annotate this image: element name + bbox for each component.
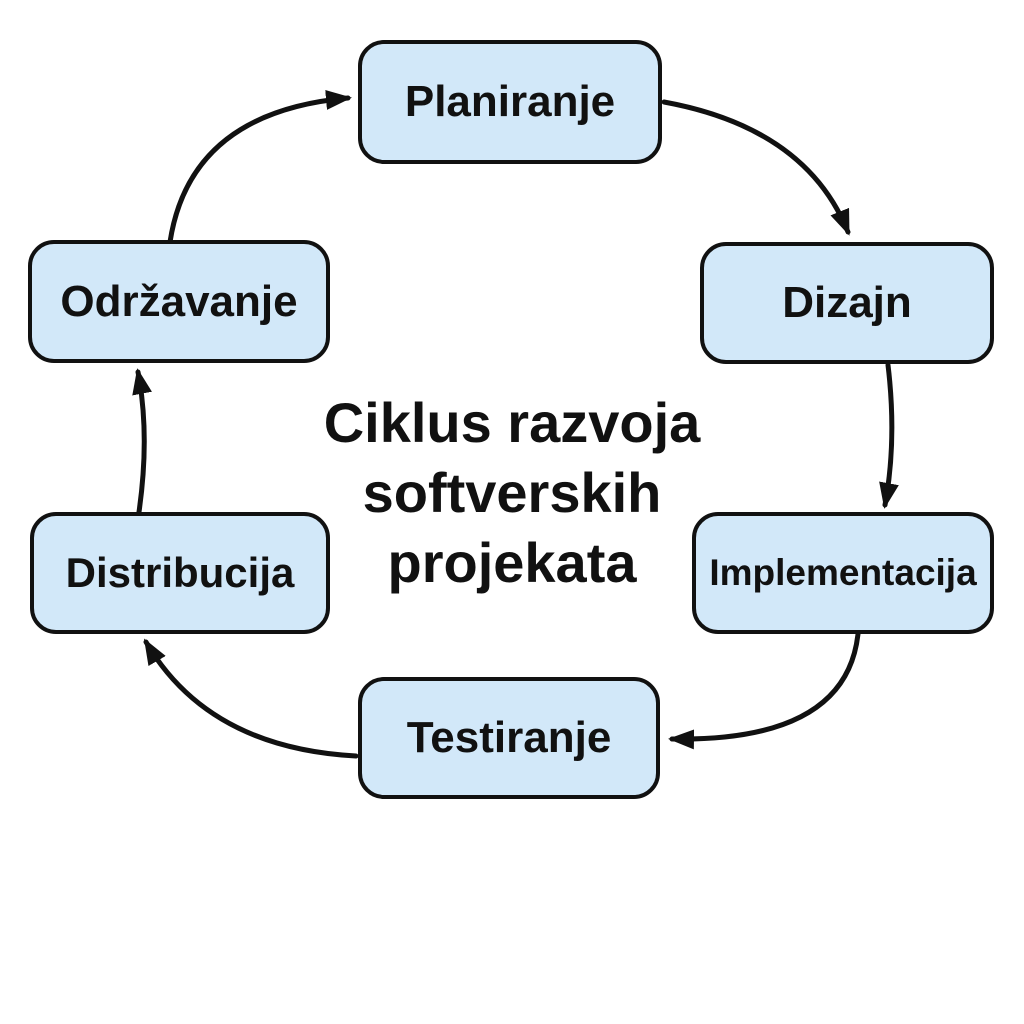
node-dizajn: Dizajn [700,242,994,364]
node-label-testiranje: Testiranje [406,713,612,762]
arrow-odrzavanje-to-planiranje [167,89,352,245]
node-odrzavanje: Održavanje [28,240,330,363]
diagram-title-line-3: projekata [387,531,637,594]
arrow-implementacija-to-testiranje [668,631,861,750]
node-label-dizajn: Dizajn [782,278,912,327]
arrow-distribucija-to-odrzavanje [132,368,152,515]
arrow-dizajn-to-implementacija [879,362,899,509]
diagram-title-line-1: Ciklus razvoja [323,391,701,454]
node-planiranje: Planiranje [358,40,662,164]
diagram-title: Ciklus razvoja softverskih projekata [262,388,762,598]
node-testiranje: Testiranje [358,677,660,799]
node-label-distribucija: Distribucija [65,549,295,596]
arrow-planiranje-to-dizajn [661,99,851,236]
diagram-title-line-2: softverskih [362,461,662,524]
node-implementacija: Implementacija [692,512,994,634]
node-distribucija: Distribucija [30,512,330,634]
arrow-testiranje-to-distribucija [143,638,359,759]
node-label-implementacija: Implementacija [709,552,977,593]
node-label-odrzavanje: Održavanje [60,276,298,326]
node-label-planiranje: Planiranje [404,77,616,126]
